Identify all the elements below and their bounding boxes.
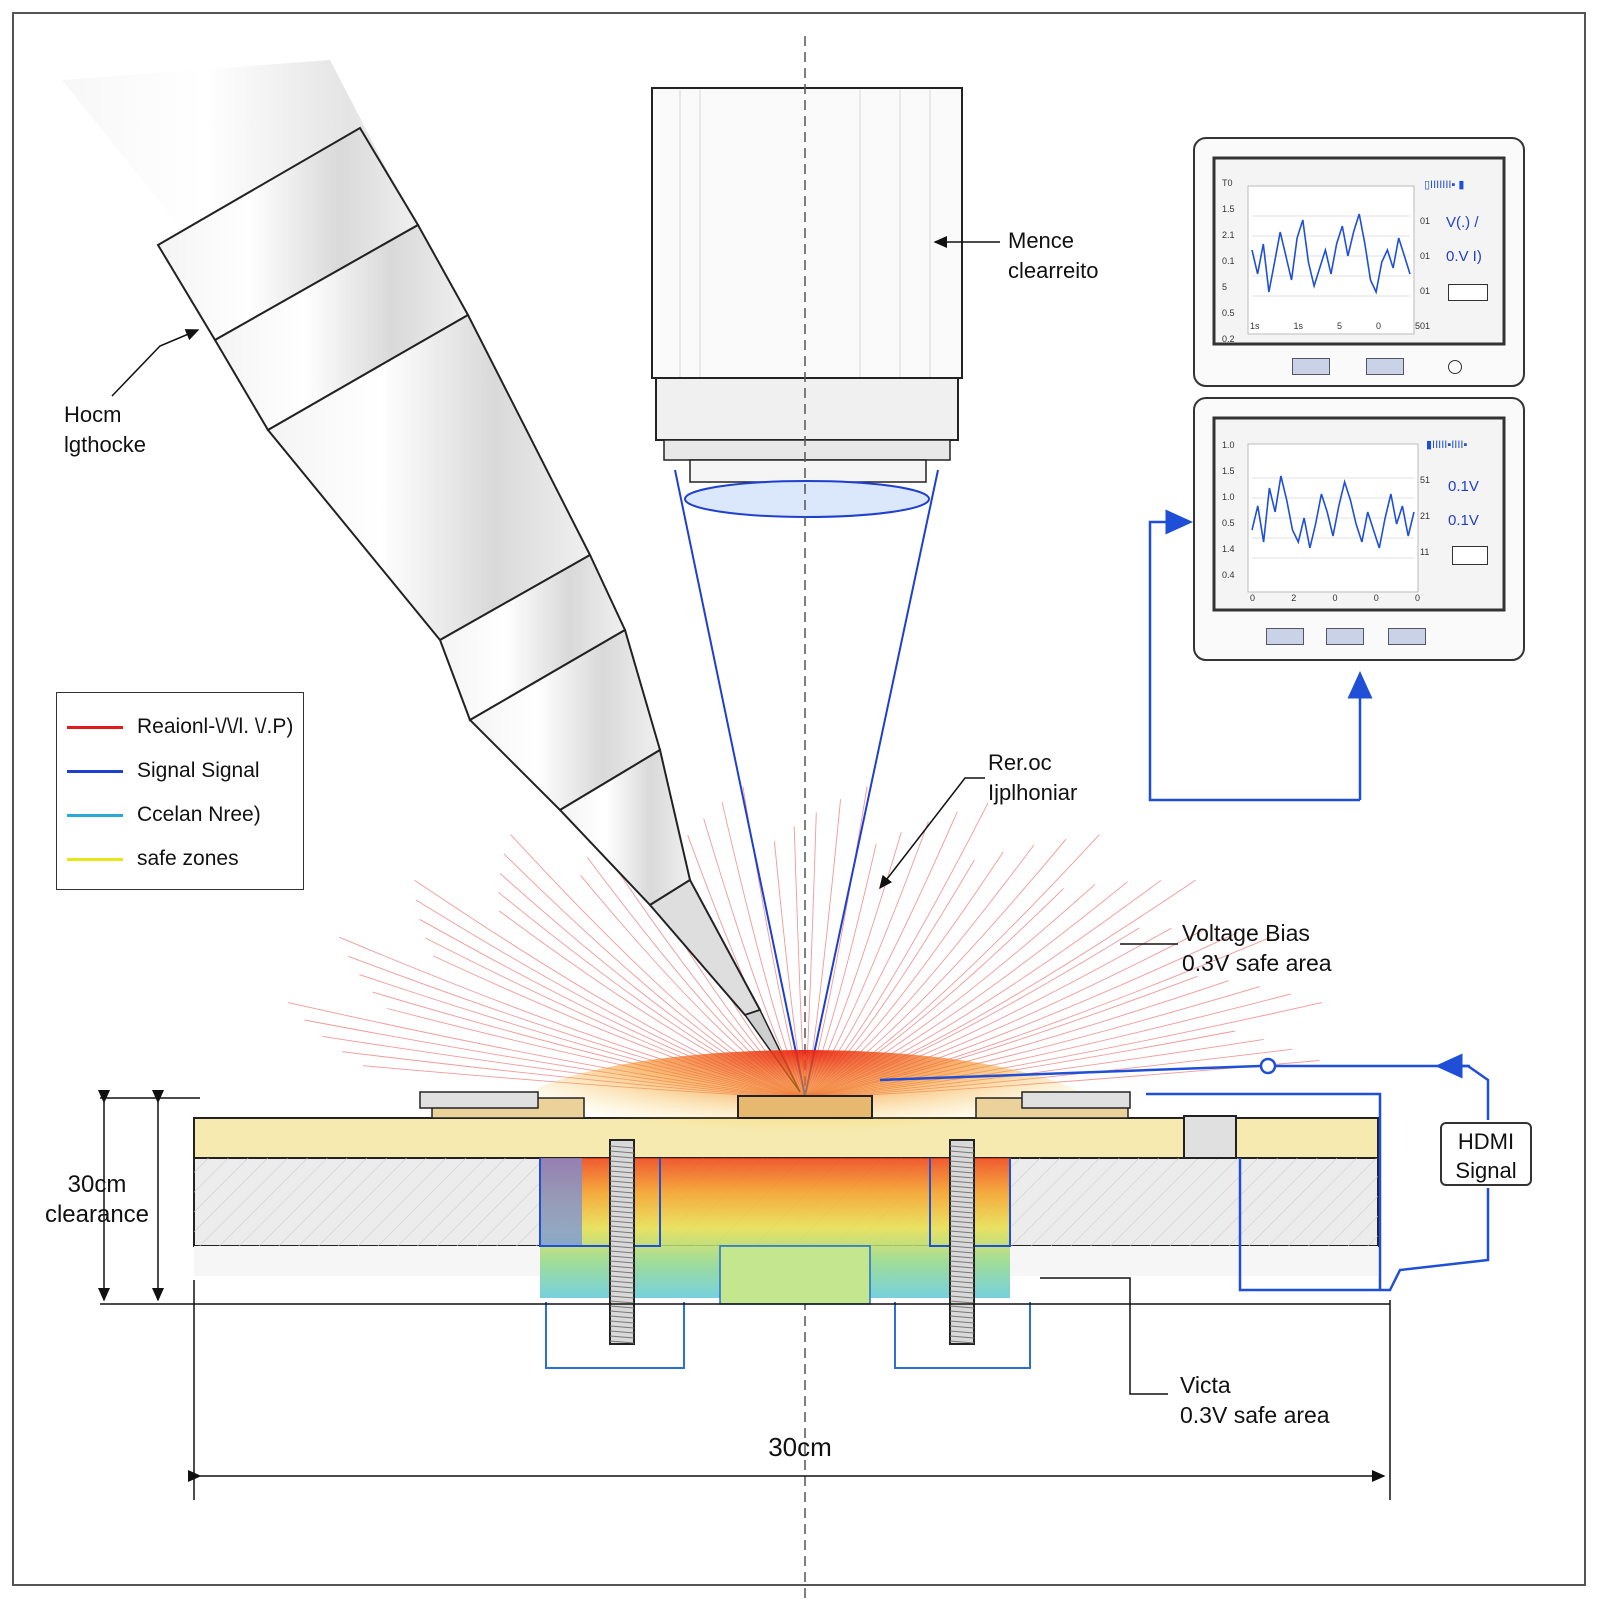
monitor-top-button-2[interactable] xyxy=(1366,358,1404,375)
voltage-bias-line-1: Voltage Bias xyxy=(1182,920,1310,946)
signal-wires xyxy=(879,509,1490,1292)
monitor-bottom-header: ▮IIIII▪IIII▪ xyxy=(1426,439,1468,451)
lens-label-line-1: Mence xyxy=(1008,228,1075,253)
hdmi-signal-box: HDMI Signal xyxy=(1440,1122,1532,1186)
monitor-bottom-button-3[interactable] xyxy=(1388,628,1426,645)
x-tick-label: 1s xyxy=(1250,321,1260,331)
right-tick-label: 01 xyxy=(1420,321,1431,331)
diagram-frame xyxy=(12,12,1586,1586)
legend-label: Signal Signal xyxy=(137,759,260,782)
legend-swatch-red xyxy=(67,725,123,729)
legend-item: Ccelan Nree) xyxy=(67,793,303,837)
y-tick-label: 1.0 xyxy=(1222,492,1235,502)
legend-item: safe zones xyxy=(67,837,303,881)
y-tick-label: 0.2 xyxy=(1222,334,1235,344)
x-tick-label: 0 xyxy=(1250,593,1256,603)
legend-swatch-cyan xyxy=(67,813,123,817)
right-tick-label: 11 xyxy=(1420,547,1430,557)
x-tick-label: 0 xyxy=(1375,321,1381,331)
monitor-top-readouts: V(.) / 0.V I) xyxy=(1446,206,1482,274)
legend-swatch-blue xyxy=(67,769,123,773)
voltage-bias-label: Voltage Bias 0.3V safe area xyxy=(1182,918,1332,978)
monitor-top-indicator xyxy=(1448,284,1488,301)
monitor-top-power-knob[interactable] xyxy=(1448,360,1462,374)
beam-cone xyxy=(674,469,939,1097)
right-tick-label: 01 xyxy=(1420,251,1431,261)
lens-label: Mence clearreito xyxy=(1008,226,1098,286)
y-tick-label: T0 xyxy=(1222,178,1233,188)
monitor-top-x-ticks: 1s 1s 5 0 5 xyxy=(1250,320,1420,332)
monitor-bottom-indicator xyxy=(1452,546,1488,565)
victa-label: Victa 0.3V safe area xyxy=(1180,1370,1330,1430)
y-tick-label: 0.5 xyxy=(1222,308,1235,318)
monitor-top-right-ticks: 01 01 01 01 xyxy=(1420,204,1430,344)
x-tick-label: 5 xyxy=(1414,321,1420,331)
readout-value: V(.) / xyxy=(1446,214,1479,231)
legend-item: Reaionl-\/\/l. \/.P) xyxy=(67,705,303,749)
y-tick-label: 0.1 xyxy=(1222,256,1235,266)
monitor-top xyxy=(1193,137,1525,387)
x-tick-label: 0 xyxy=(1332,593,1338,603)
right-tick-label: 21 xyxy=(1420,511,1431,521)
probe-pen xyxy=(62,60,801,1093)
legend-swatch-yellow xyxy=(67,857,123,861)
monitor-bottom-readouts: 0.1V 0.1V xyxy=(1448,470,1479,538)
x-tick-label: 0 xyxy=(1414,593,1420,603)
monitor-bottom-right-ticks: 51 21 11 xyxy=(1420,462,1430,570)
readout-value: 0.1V xyxy=(1448,478,1479,495)
legend-label: Ccelan Nree) xyxy=(137,803,261,826)
beam-label-line-2: Ijplhoniar xyxy=(988,780,1078,805)
y-tick-label: 2.1 xyxy=(1222,230,1235,240)
y-tick-label: 1.5 xyxy=(1222,466,1235,476)
clearance-dimension-label: 30cm clearance xyxy=(38,1170,156,1230)
y-tick-label: 1.5 xyxy=(1222,204,1235,214)
pen-label-line-2: lgthocke xyxy=(64,432,146,457)
beam-label: Rer.oc Ijplhoniar xyxy=(988,748,1077,808)
right-tick-label: 01 xyxy=(1420,286,1431,296)
monitor-top-button-1[interactable] xyxy=(1292,358,1330,375)
right-tick-label: 01 xyxy=(1420,216,1431,226)
clearance-text: clearance xyxy=(44,1201,150,1228)
readout-value: 0.V I) xyxy=(1446,248,1482,265)
readout-value: 0.1V xyxy=(1448,512,1479,529)
width-dimension-label: 30cm xyxy=(768,1432,832,1462)
substrate xyxy=(193,1050,1379,1369)
legend-label: Reaionl-\/\/l. \/.P) xyxy=(137,715,294,738)
hdmi-text: HDMI xyxy=(1457,1129,1515,1154)
monitor-bottom xyxy=(1193,397,1525,661)
hdmi-signal-text: Signal xyxy=(1455,1158,1517,1183)
y-tick-label: 0.4 xyxy=(1222,570,1235,580)
beam-label-line-1: Rer.oc xyxy=(988,750,1052,775)
clearance-value: 30cm xyxy=(67,1171,127,1198)
x-tick-label: 5 xyxy=(1336,321,1342,331)
monitor-top-header: ▯IIIIIII▪ ▮ xyxy=(1424,179,1465,191)
x-tick-label: 2 xyxy=(1291,593,1297,603)
x-tick-label: 0 xyxy=(1373,593,1379,603)
monitor-bottom-y-ticks: 1.0 1.5 1.0 0.5 1.4 0.4 xyxy=(1222,432,1235,588)
objective-lens xyxy=(651,87,963,518)
y-tick-label: 1.0 xyxy=(1222,440,1235,450)
legend-label: safe zones xyxy=(137,847,239,870)
victa-label-line-1: Victa xyxy=(1180,1372,1231,1398)
pen-label: Hocm lgthocke xyxy=(64,400,146,460)
victa-label-line-2: 0.3V safe area xyxy=(1180,1402,1330,1428)
leader-lines xyxy=(98,236,1391,1500)
legend-item: Signal Signal xyxy=(67,749,303,793)
lens-label-line-2: clearreito xyxy=(1008,258,1099,283)
monitor-bottom-button-2[interactable] xyxy=(1326,628,1364,645)
monitor-bottom-x-ticks: 0 2 0 0 0 xyxy=(1250,592,1420,604)
x-tick-label: 1s xyxy=(1293,321,1303,331)
pen-label-line-1: Hocm xyxy=(64,402,122,427)
monitor-bottom-button-1[interactable] xyxy=(1266,628,1304,645)
voltage-bias-line-2: 0.3V safe area xyxy=(1182,950,1332,976)
y-tick-label: 0.5 xyxy=(1222,518,1235,528)
y-tick-label: 1.4 xyxy=(1222,544,1235,554)
legend: Reaionl-\/\/l. \/.P) Signal Signal Ccela… xyxy=(56,692,304,890)
monitor-top-y-ticks: T0 1.5 2.1 0.1 5 0.5 0.2 xyxy=(1222,170,1235,352)
right-tick-label: 51 xyxy=(1420,475,1431,485)
y-tick-label: 5 xyxy=(1222,282,1228,292)
